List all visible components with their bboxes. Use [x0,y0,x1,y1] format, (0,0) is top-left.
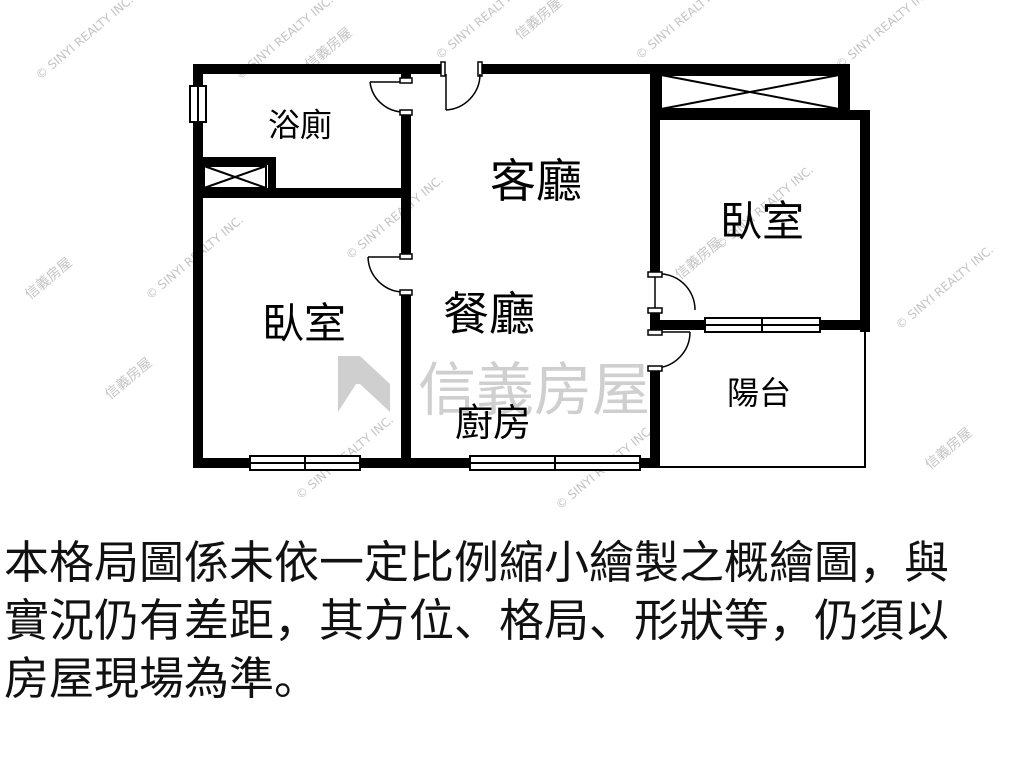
disclaimer-line: 實況仍有差距，其方位、格局、形狀等，仍須以 [4,594,950,647]
disclaimer-line: 本格局圖係未依一定比例縮小繪製之概繪圖，與 [4,536,950,589]
shaft-markings [203,74,840,189]
watermark-zh: 信義房屋 [102,354,156,403]
floor-plan: © SINYI REALTY INC. © SINYI REALTY INC. … [22,0,996,512]
wall [193,188,411,198]
logo-mark-icon [338,356,390,412]
wall [193,458,660,468]
wall [193,157,276,165]
watermark-en: © SINYI REALTY INC. [833,0,936,72]
room-labels: 浴廁 客廳 臥室 臥室 餐廳 廚房 陽台 [262,106,804,445]
wall [480,64,850,74]
room-label-bathroom: 浴廁 [268,106,332,144]
walls [193,64,870,468]
balcony-rail [660,330,866,468]
watermark-en: © SINYI REALTY INC. [893,243,996,333]
wall [401,64,411,82]
wall [268,157,276,193]
room-label-bedroom-right: 臥室 [720,197,804,246]
watermark-zh: 信義房屋 [922,424,976,473]
doors [367,61,696,372]
windows [189,85,821,471]
room-label-living-room: 客廳 [490,154,582,208]
wall [401,112,411,257]
watermark-en: © SINYI REALTY INC. [33,0,136,82]
disclaimer-text: 本格局圖係未依一定比例縮小繪製之概繪圖，與 實況仍有差距，其方位、格局、形狀等，… [4,534,1022,708]
wall [650,64,660,274]
wall [193,64,405,74]
wall [840,64,850,116]
room-label-bedroom-left: 臥室 [262,299,346,348]
logo-text: 信義房屋 [418,356,650,424]
logo-mark-icon [338,384,356,412]
watermark-zh: 信義房屋 [512,0,566,43]
watermark-en: © SINYI REALTY INC. [343,173,446,263]
watermark-zh: 信義房屋 [672,234,726,283]
room-label-kitchen: 廚房 [455,401,531,445]
wall [401,292,411,468]
room-label-balcony: 陽台 [727,374,791,412]
watermark-zh: 信義房屋 [22,254,76,303]
wall [860,110,870,332]
wall [193,64,203,467]
disclaimer-line: 房屋現場為準。 [4,652,320,705]
wall [650,110,860,120]
company-logo: 信義房屋 [338,356,650,424]
room-label-dining-room: 餐廳 [443,287,535,341]
watermark-en: © SINYI REALTY INC. [633,0,736,62]
wall [405,64,443,74]
wall [650,368,660,468]
